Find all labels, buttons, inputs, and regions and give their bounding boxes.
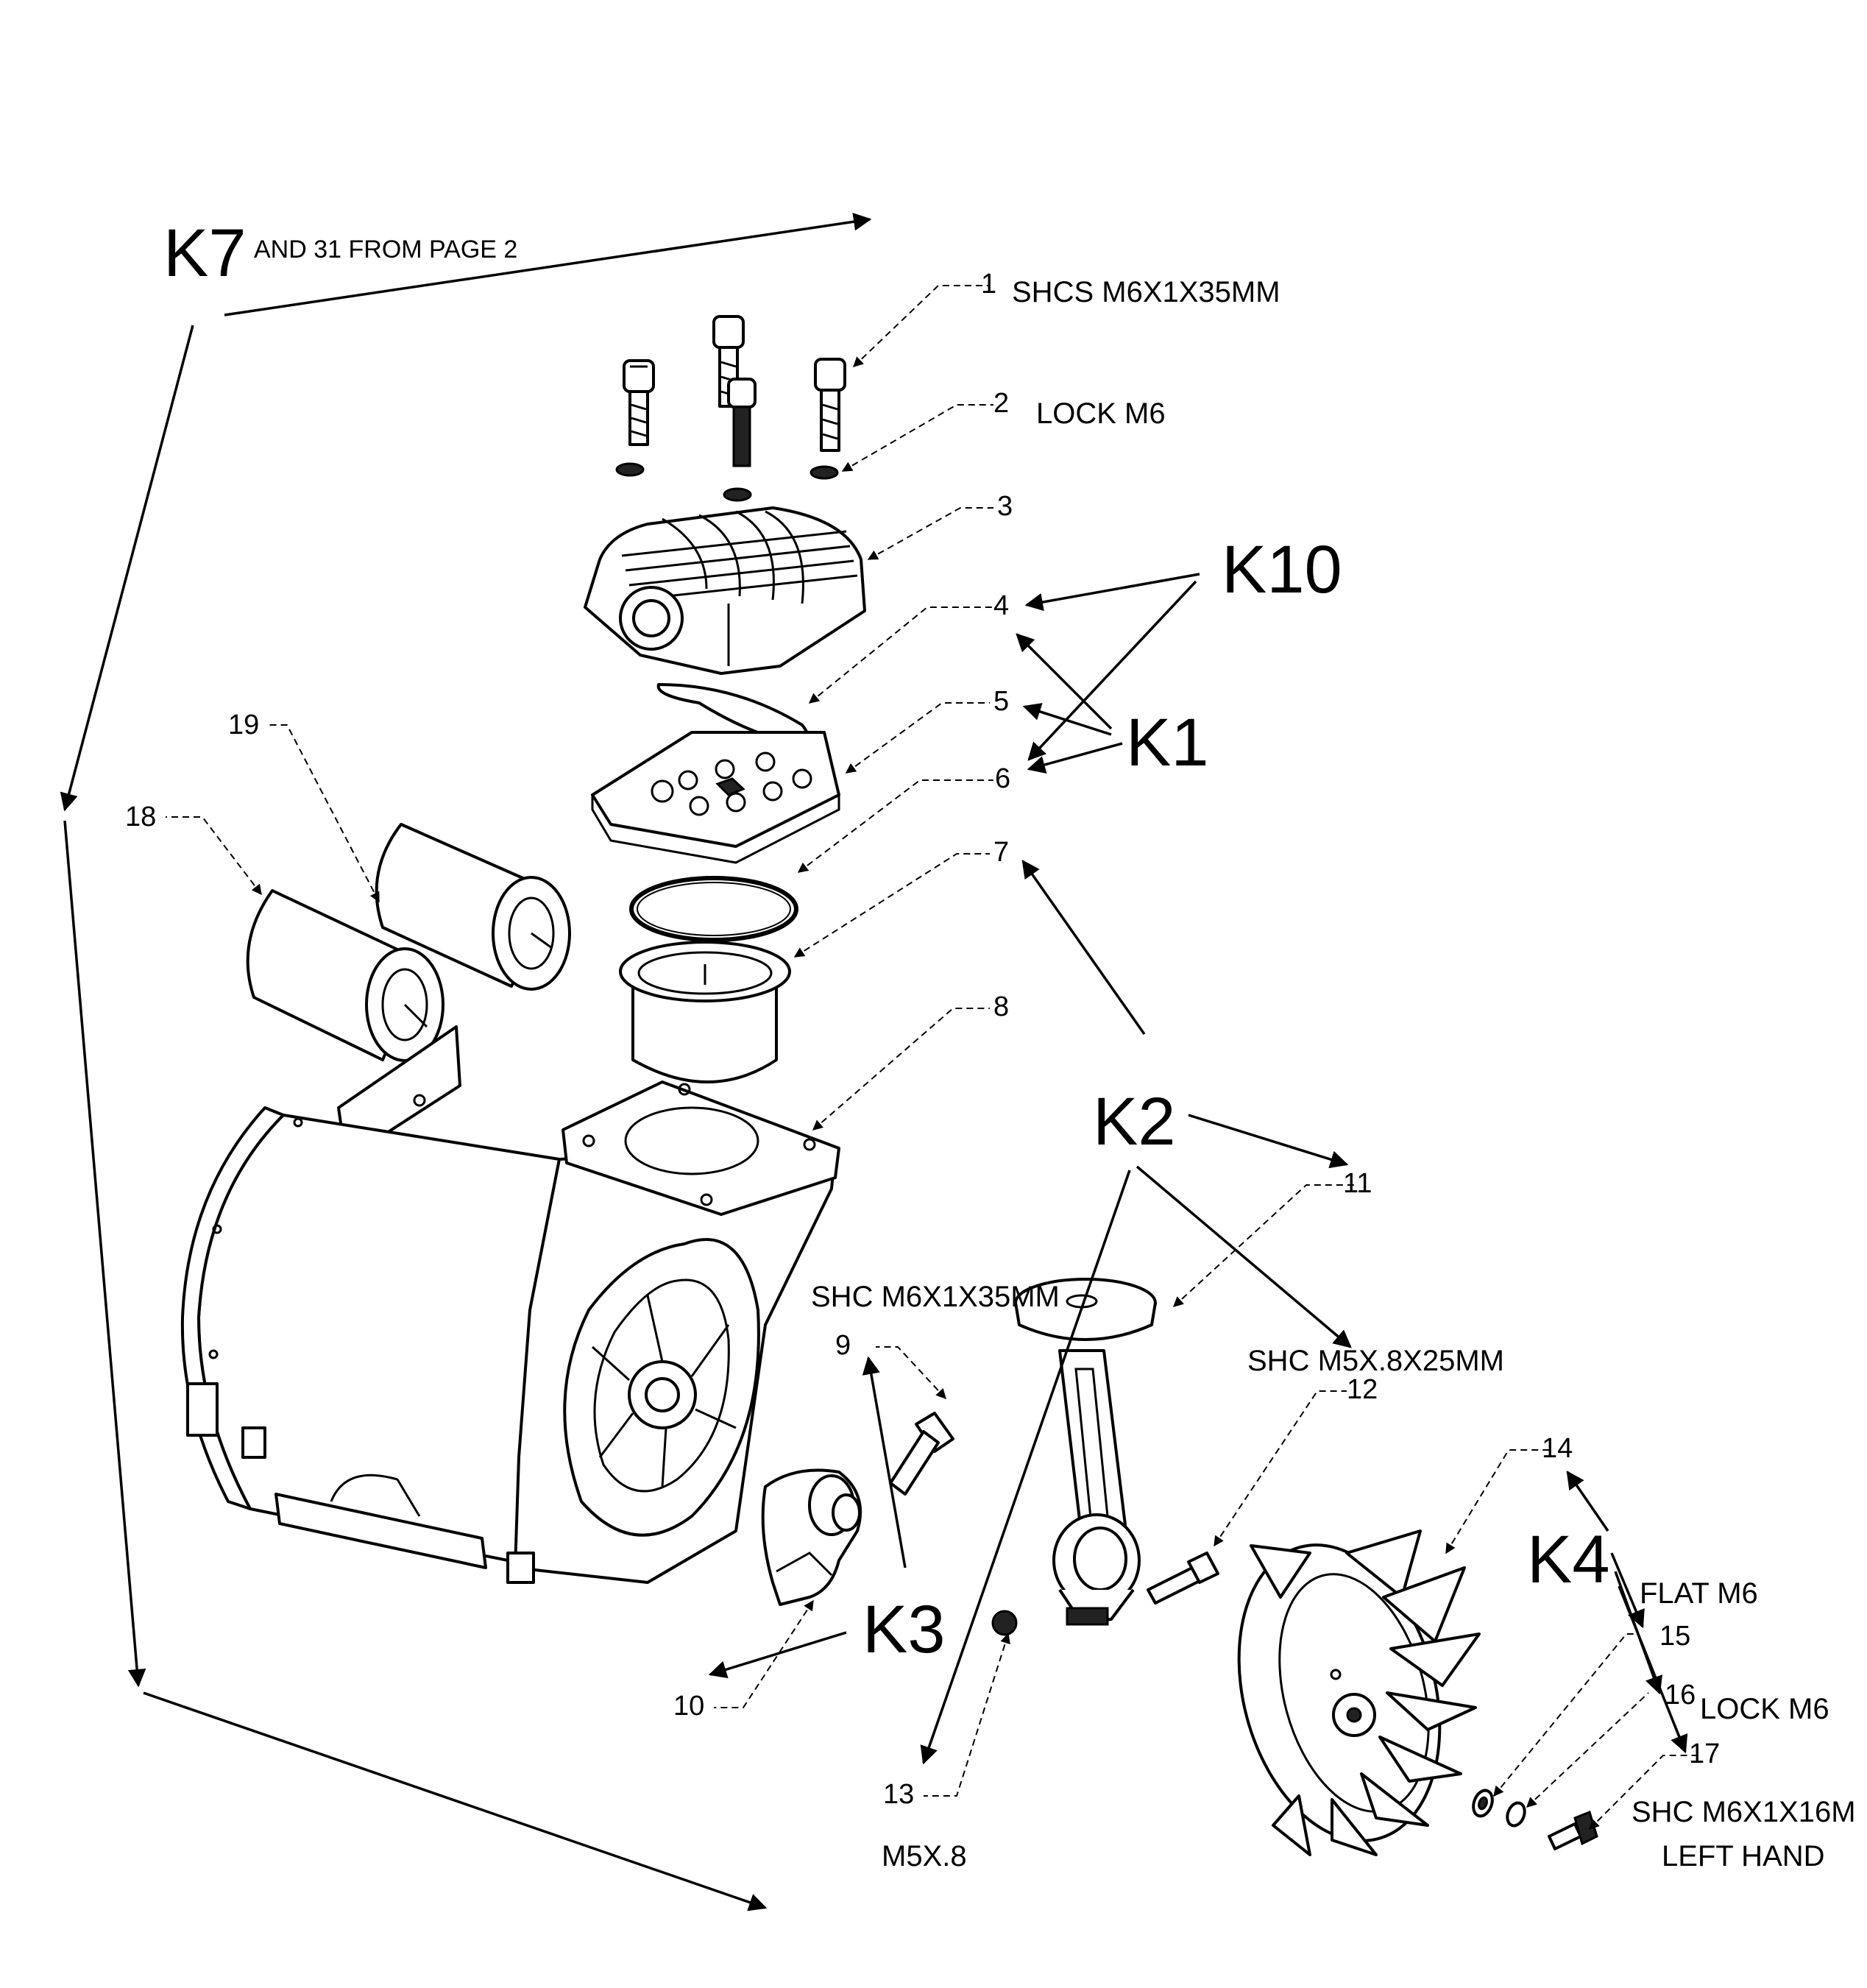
kit-labels: K7 AND 31 FROM PAGE 2 K10 K1 K2 K3 K4 [163,216,1610,1667]
part-14-fan [1237,1529,1481,1856]
part-13-set-screw [991,1610,1018,1636]
part-13-description: M5X.8 [882,1840,967,1872]
part-number-9: 9 [835,1330,851,1361]
part-number-2: 2 [993,388,1009,419]
part-9-description: SHC M6X1X35MM [811,1281,1060,1313]
part-3-cylinder-head [584,506,866,675]
kit-k7-note: AND 31 FROM PAGE 2 [254,236,517,263]
part-number-labels: 1 2 3 4 5 6 7 8 9 10 11 12 13 14 15 16 1… [125,269,1720,1810]
part-17-screw [1548,1810,1598,1850]
part-17-description-line1: SHC M6X1X16M [1632,1796,1856,1828]
part-number-10: 10 [673,1691,704,1722]
part-number-18: 18 [125,802,156,832]
part-descriptions: SHCS M6X1X35MM LOCK M6 SHC M6X1X35MM SHC… [811,276,1856,1872]
part-number-14: 14 [1542,1433,1573,1464]
kit-label-k7: K7 [163,216,247,291]
part-11-piston-rod [1014,1278,1157,1626]
part-number-7: 7 [993,837,1009,868]
part-2-description: LOCK M6 [1036,397,1166,430]
leader-lines [166,285,1696,1830]
kit-label-k10: K10 [1222,532,1342,607]
part-15-description: FLAT M6 [1640,1577,1758,1610]
part-number-15: 15 [1659,1621,1690,1652]
part-19-capacitor [375,823,571,991]
part-10-eccentric [761,1468,862,1606]
part-number-3: 3 [997,491,1013,522]
part-12-description: SHC M5X.8X25MM [1247,1345,1504,1377]
part-1-cap-screws [623,315,846,467]
part-6-o-ring [629,876,798,942]
part-8-motor-crankcase [180,1025,840,1584]
kit-arrows [60,213,1688,1911]
part-number-13: 13 [883,1779,914,1810]
part-number-1: 1 [981,269,996,300]
part-16-description: LOCK M6 [1700,1693,1829,1725]
part-number-11: 11 [1343,1168,1372,1199]
part-number-5: 5 [993,686,1009,717]
part-number-8: 8 [993,991,1009,1022]
kit-label-k1: K1 [1126,705,1209,780]
kit-label-k4: K4 [1527,1522,1610,1597]
part-15-flat-washer [1472,1789,1494,1818]
kit-label-k3: K3 [862,1592,946,1667]
part-number-4: 4 [993,590,1009,621]
part-1-description: SHCS M6X1X35MM [1012,276,1280,308]
part-2-lock-washers [615,462,839,502]
part-number-6: 6 [995,763,1010,794]
kit-label-k2: K2 [1093,1084,1176,1159]
part-9-screw [889,1412,954,1496]
part-number-19: 19 [228,710,259,740]
part-18-capacitor [246,889,444,1062]
part-number-12: 12 [1347,1374,1378,1405]
part-12-screw [1147,1552,1219,1605]
part-17-description-line2: LEFT HAND [1662,1840,1825,1872]
part-16-lock-washer [1506,1801,1526,1828]
part-number-16: 16 [1665,1680,1696,1711]
part-5-valve-plate [591,731,840,864]
part-number-17: 17 [1689,1738,1720,1769]
part-7-cylinder [619,941,791,1083]
